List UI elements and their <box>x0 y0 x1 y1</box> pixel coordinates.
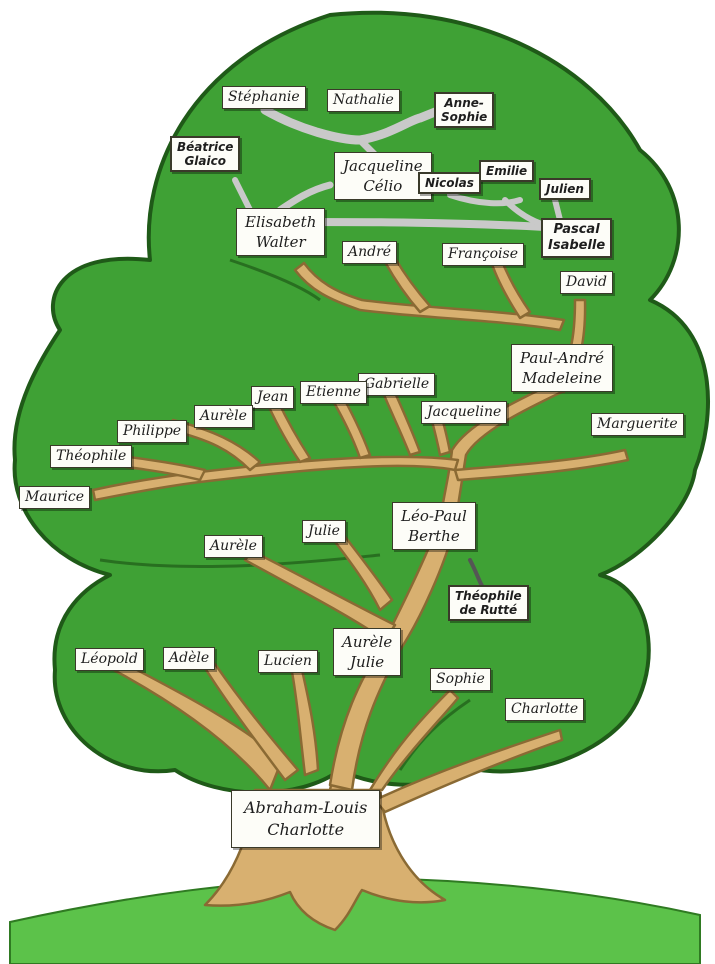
person-andre: André <box>342 241 398 264</box>
person-leopold: Léopold <box>75 648 144 671</box>
person-marguerite: Marguerite <box>591 413 684 436</box>
person-etienne: Etienne <box>300 381 367 404</box>
person-theophile-upper: Théophile <box>50 445 133 468</box>
person-philippe: Philippe <box>117 420 188 443</box>
person-lucien: Lucien <box>258 650 318 673</box>
person-emilie: Emilie <box>479 160 535 182</box>
person-jean: Jean <box>251 386 295 409</box>
person-gabrielle: Gabrielle <box>358 373 436 396</box>
person-julien: Julien <box>539 178 591 200</box>
person-maurice: Maurice <box>19 486 90 509</box>
person-stephanie: Stéphanie <box>222 86 306 109</box>
person-nicolas: Nicolas <box>418 172 481 194</box>
person-aurele-middle: Aurèle <box>204 535 263 558</box>
person-charlotte: Charlotte <box>505 698 585 721</box>
person-adele: Adèle <box>163 647 216 670</box>
person-david: David <box>560 271 613 294</box>
person-nathalie: Nathalie <box>327 89 400 112</box>
person-julie: Julie <box>302 520 346 543</box>
person-aurele-upper: Aurèle <box>194 405 253 428</box>
person-francoise: Françoise <box>442 243 524 266</box>
person-anne-sophie: Anne-Sophie <box>434 92 495 128</box>
person-sophie: Sophie <box>430 668 491 691</box>
person-jacqueline: Jacqueline <box>421 401 508 424</box>
